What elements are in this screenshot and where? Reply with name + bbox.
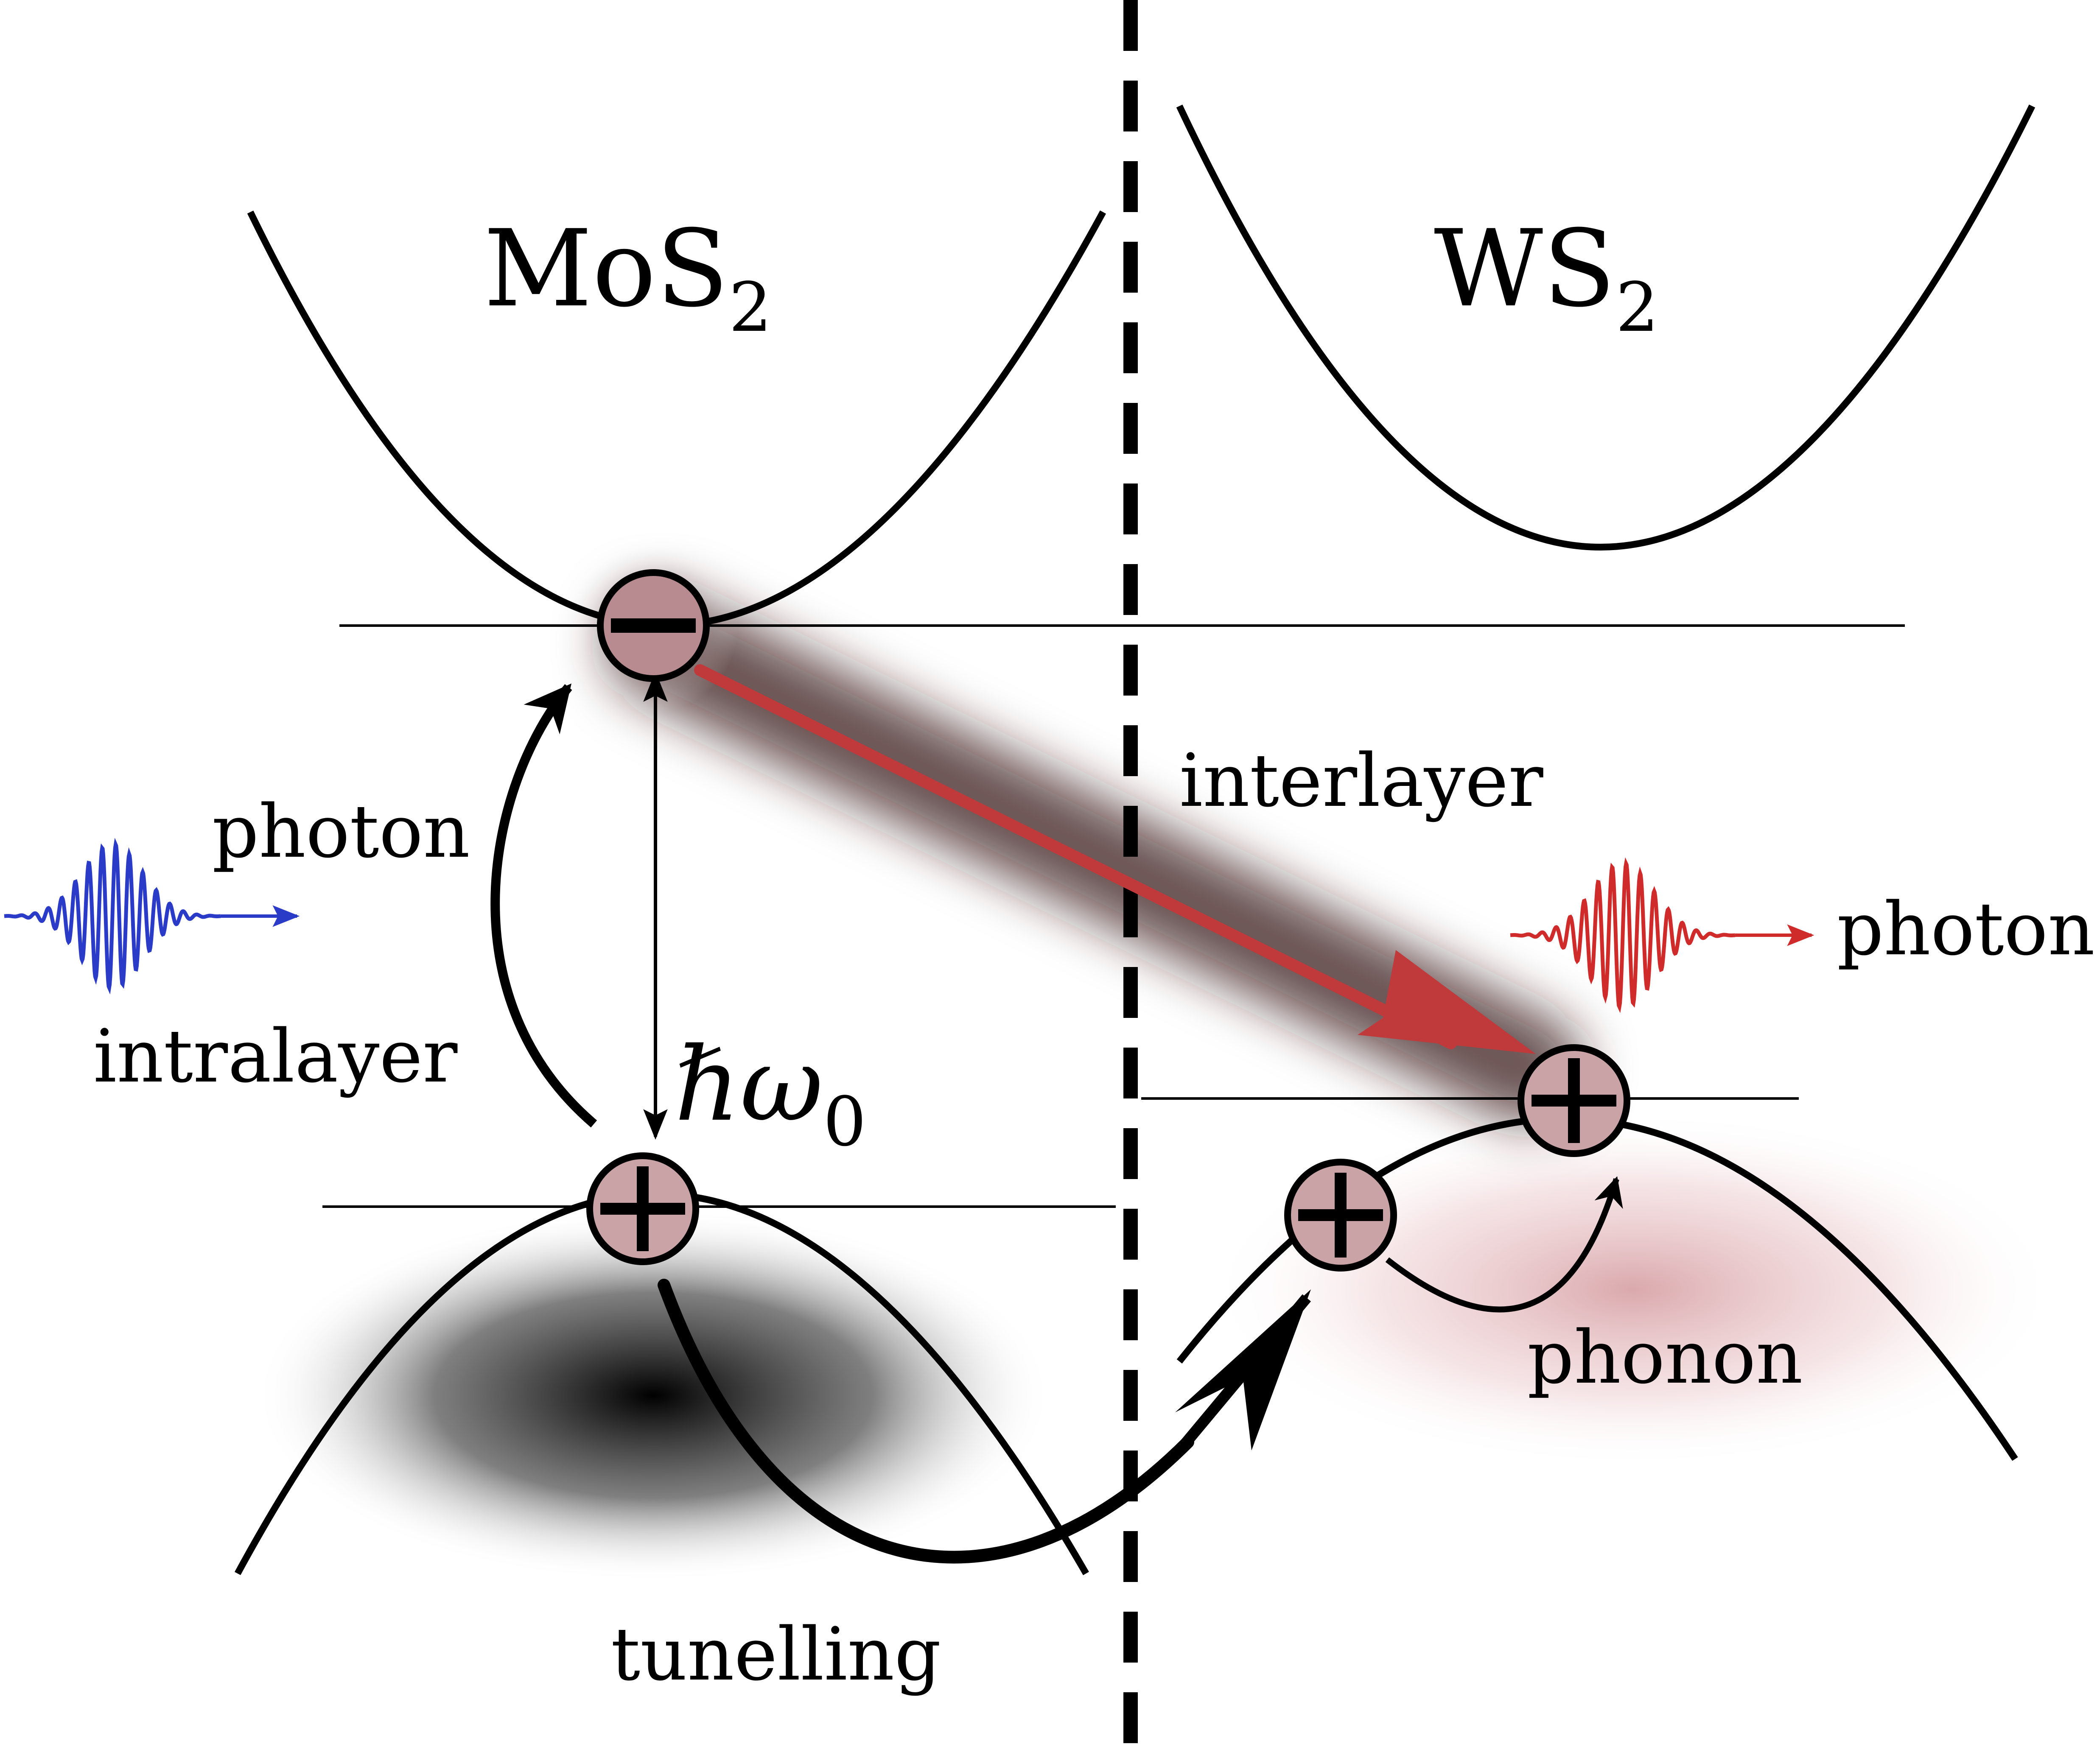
ws2-label: WS2 xyxy=(1434,207,1659,347)
tunnelling-arrowhead xyxy=(1175,1289,1311,1451)
interlayer-exciton-glow xyxy=(607,590,1582,1124)
photon-in-label: photon xyxy=(212,789,470,874)
hole-ws2-hot xyxy=(1284,1159,1397,1272)
phonon-label: phonon xyxy=(1527,1315,1803,1400)
hole-ws2-relaxed xyxy=(1518,1044,1630,1157)
interlayer-label: interlayer xyxy=(1179,738,1543,823)
interlayer-arrow xyxy=(694,664,1457,1049)
phonon-arrow xyxy=(1385,1176,1623,1313)
intralayer-arrow xyxy=(490,683,597,1128)
ws2-valence-shading xyxy=(1209,1111,2058,1467)
tunnelling-label: tunelling xyxy=(611,1612,941,1697)
mos2-valence-shading xyxy=(255,1209,1052,1582)
interlayer-arrowhead xyxy=(1358,950,1536,1054)
electron-mos2 xyxy=(597,569,710,682)
energy-gap-label: ℏω0 xyxy=(675,1025,866,1161)
photon-in-wave xyxy=(4,838,221,995)
photon-out-wave xyxy=(1510,857,1736,1013)
tunnelling-arrow xyxy=(658,1279,1194,1564)
ws2-conduction-band xyxy=(1176,104,2036,551)
intralayer-label: intralayer xyxy=(93,1014,458,1099)
mos2-label: MoS2 xyxy=(484,207,772,347)
hole-mos2 xyxy=(586,1152,699,1265)
photon-out-label: photon xyxy=(1837,886,2095,972)
